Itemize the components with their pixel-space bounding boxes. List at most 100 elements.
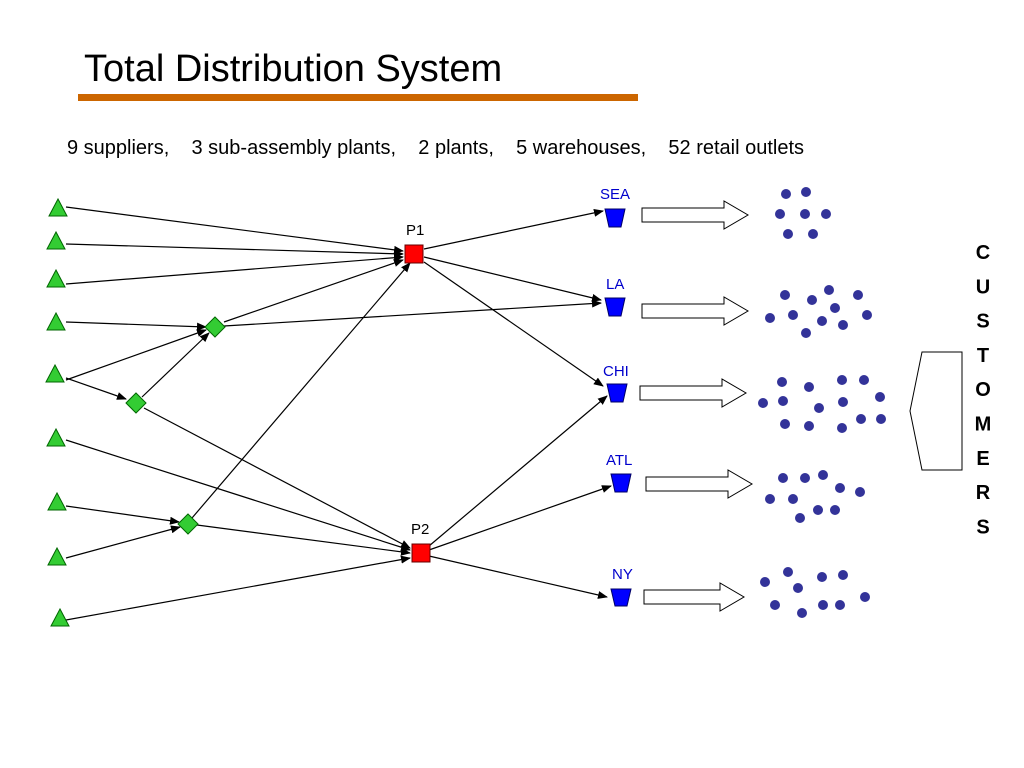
supplier-triangle [46, 427, 66, 447]
edge-sa3-p1 [191, 262, 411, 519]
retail-outlet-dot [804, 421, 814, 431]
warehouse-chi-icon [606, 383, 628, 403]
retail-outlet-dot [835, 600, 845, 610]
warehouse-sea-icon [604, 208, 626, 228]
retail-outlet-dot [817, 316, 827, 326]
arrow-right-icon [639, 378, 747, 408]
warehouse-sea-label: SEA [600, 186, 630, 203]
retail-outlet-dot [876, 414, 886, 424]
edge-sa2-sa1 [141, 332, 210, 398]
retail-outlet-dot [765, 313, 775, 323]
supplier-triangle [46, 311, 66, 331]
edge-sa3-p2 [196, 524, 411, 556]
retail-outlet-dot [838, 570, 848, 580]
edge-p2-ny [428, 555, 608, 599]
edge-s8-sa3 [65, 525, 181, 559]
retail-outlet-dot [835, 483, 845, 493]
edge-s5-sa2 [65, 377, 127, 400]
sub-assembly-plants [125, 316, 226, 535]
edge-s1-p1 [65, 206, 404, 254]
retail-outlet-dot [813, 505, 823, 515]
retail-outlet-dot [797, 608, 807, 618]
edge-p2-atl [428, 485, 612, 551]
supplier-triangle [48, 197, 68, 217]
retail-outlet-dot [818, 600, 828, 610]
retail-outlet-dot [807, 295, 817, 305]
customers-letter: M [975, 414, 992, 436]
retail-outlet-dot [830, 303, 840, 313]
title-underline [78, 94, 638, 101]
retail-outlet-dot [856, 414, 866, 424]
retail-outlet-dot [760, 577, 770, 587]
flow-edges [65, 206, 612, 621]
retail-outlet-dot [862, 310, 872, 320]
edge-sa2-p2 [143, 407, 411, 549]
warehouse-la-icon [604, 297, 626, 317]
supplier-triangle [47, 546, 67, 566]
warehouse-ny-label: NY [612, 566, 633, 583]
sub-assembly-diamond [125, 392, 147, 414]
arrow-right-icon [645, 469, 753, 499]
plants: P1 P2 [404, 222, 431, 563]
retail-outlet-dot [853, 290, 863, 300]
retail-outlet-dot [837, 375, 847, 385]
retail-outlet-dot [860, 592, 870, 602]
retail-outlet-dot [778, 396, 788, 406]
retail-outlet-dot [775, 209, 785, 219]
retail-outlet-dot [804, 382, 814, 392]
retail-outlet-dot [780, 419, 790, 429]
arrow-right-icon [641, 296, 749, 326]
page-title: Total Distribution System [84, 48, 503, 90]
retail-outlet-dot [795, 513, 805, 523]
edge-sa1-p1 [223, 259, 404, 323]
customers-letter: E [976, 448, 989, 470]
customers-letter: O [975, 379, 991, 401]
retail-outlet-dot [801, 187, 811, 197]
supplier-triangle [46, 230, 66, 250]
customers-letter: S [976, 516, 989, 538]
edge-s2-p1 [65, 243, 404, 258]
retail-outlet-dot [838, 397, 848, 407]
plant-p2-square [411, 543, 431, 563]
network-summary: 9 suppliers, 3 sub-assembly plants, 2 pl… [67, 137, 805, 159]
supplier-triangle [47, 491, 67, 511]
retail-outlet-dot [817, 572, 827, 582]
retail-outlet-dot [770, 600, 780, 610]
retail-outlet-dot [875, 392, 885, 402]
supplier-triangle [46, 268, 66, 288]
edge-s5-sa1 [65, 329, 207, 381]
retail-outlet-dot [765, 494, 775, 504]
delivery-arrows [639, 200, 753, 612]
retail-outlet-dot [859, 375, 869, 385]
customers-letter: U [976, 276, 990, 298]
warehouse-ny-icon [610, 588, 632, 607]
customers-letter: S [976, 311, 989, 333]
retail-outlet-dot [778, 473, 788, 483]
retail-outlet-dot [818, 470, 828, 480]
retail-outlet-dot [814, 403, 824, 413]
warehouse-chi-label: CHI [603, 363, 629, 380]
retail-outlet-dot [758, 398, 768, 408]
edge-s3-p1 [65, 253, 404, 285]
customer-demand-arrow-icon [909, 351, 963, 471]
customers-letter: R [976, 482, 991, 504]
retail-outlet-dot [793, 583, 803, 593]
edge-sa1-la [223, 299, 602, 327]
edge-p1-chi [423, 261, 604, 387]
customers-letter: C [976, 242, 990, 264]
edge-p2-chi [428, 395, 608, 547]
retail-outlet-dot [783, 229, 793, 239]
plant-p1-square [404, 244, 424, 264]
warehouse-atl-icon [610, 473, 632, 493]
sub-assembly-diamond [204, 316, 226, 338]
sub-assembly-diamond [177, 513, 199, 535]
warehouse-labels: SEA LA CHI ATL NY [600, 186, 633, 583]
retail-outlet-dot [781, 189, 791, 199]
customers-letter: T [977, 345, 989, 367]
warehouse-la-label: LA [606, 276, 624, 293]
supplier-triangle [45, 363, 65, 383]
arrow-right-icon [641, 200, 749, 230]
plant-p2-label: P2 [411, 521, 429, 538]
edge-s6-p2 [65, 439, 411, 552]
